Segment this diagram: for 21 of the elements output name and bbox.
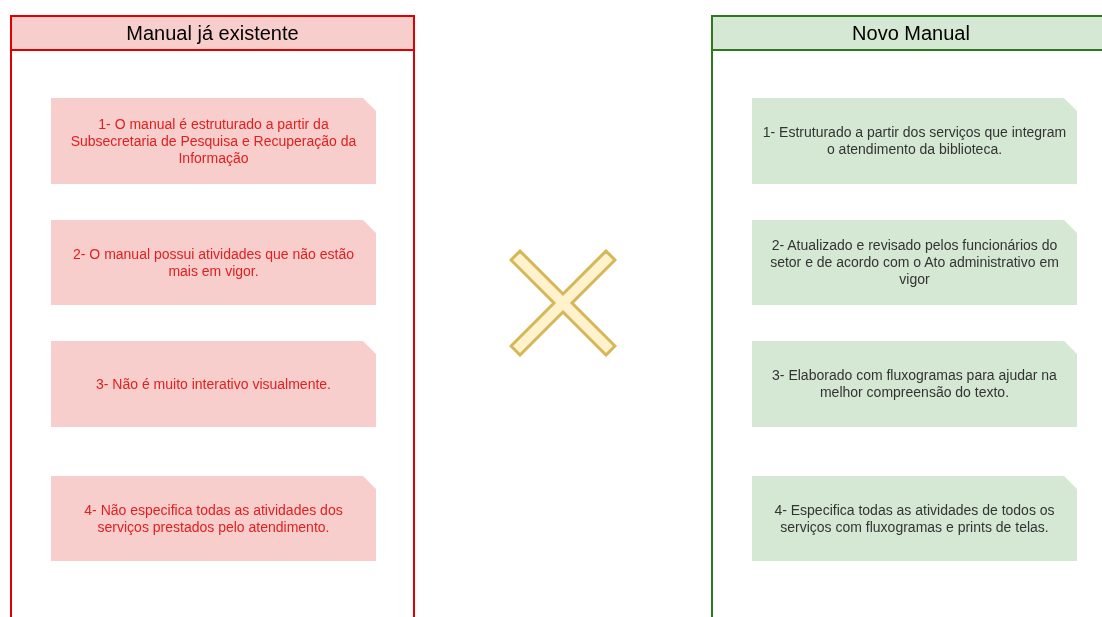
panel-title: Novo Manual (713, 17, 1102, 51)
note-card (752, 341, 1077, 427)
swimlane-panel (10, 15, 415, 617)
swimlane-panel (711, 15, 1102, 617)
note-card (51, 98, 376, 184)
note-text: 1- O manual é estruturado a partir da Subsecretaria de Pesquisa e Recuperação da Informação (69, 115, 358, 167)
note-card (51, 476, 376, 561)
note-card (752, 98, 1077, 184)
panel-title: Manual já existente (12, 17, 413, 51)
note-text: 1- Estruturado a partir dos serviços que integram o atendimento da biblioteca. (762, 124, 1067, 158)
note-card (752, 476, 1077, 561)
note-text: 4- Não especifica todas as atividades dos serviços prestados pelo atendimento. (83, 501, 344, 536)
note-card (752, 220, 1077, 305)
cross-mark (509, 249, 617, 357)
note-text: 3- Não é muito interativo visualmente. (96, 375, 331, 393)
note-text: 2- Atualizado e revisado pelos funcionários do setor e de acordo com o Ato administrativo em vigor (769, 237, 1060, 288)
note-text: 4- Especifica todas as atividades de todos os serviços com fluxogramas e prints de telas. (773, 501, 1056, 536)
note-card (51, 341, 376, 427)
note-text: 2- O manual possui atividades que não estão mais em vigor. (72, 245, 355, 280)
note-card (51, 220, 376, 305)
note-text: 3- Elaborado com fluxogramas para ajudar na melhor compreensão do texto. (771, 367, 1058, 401)
